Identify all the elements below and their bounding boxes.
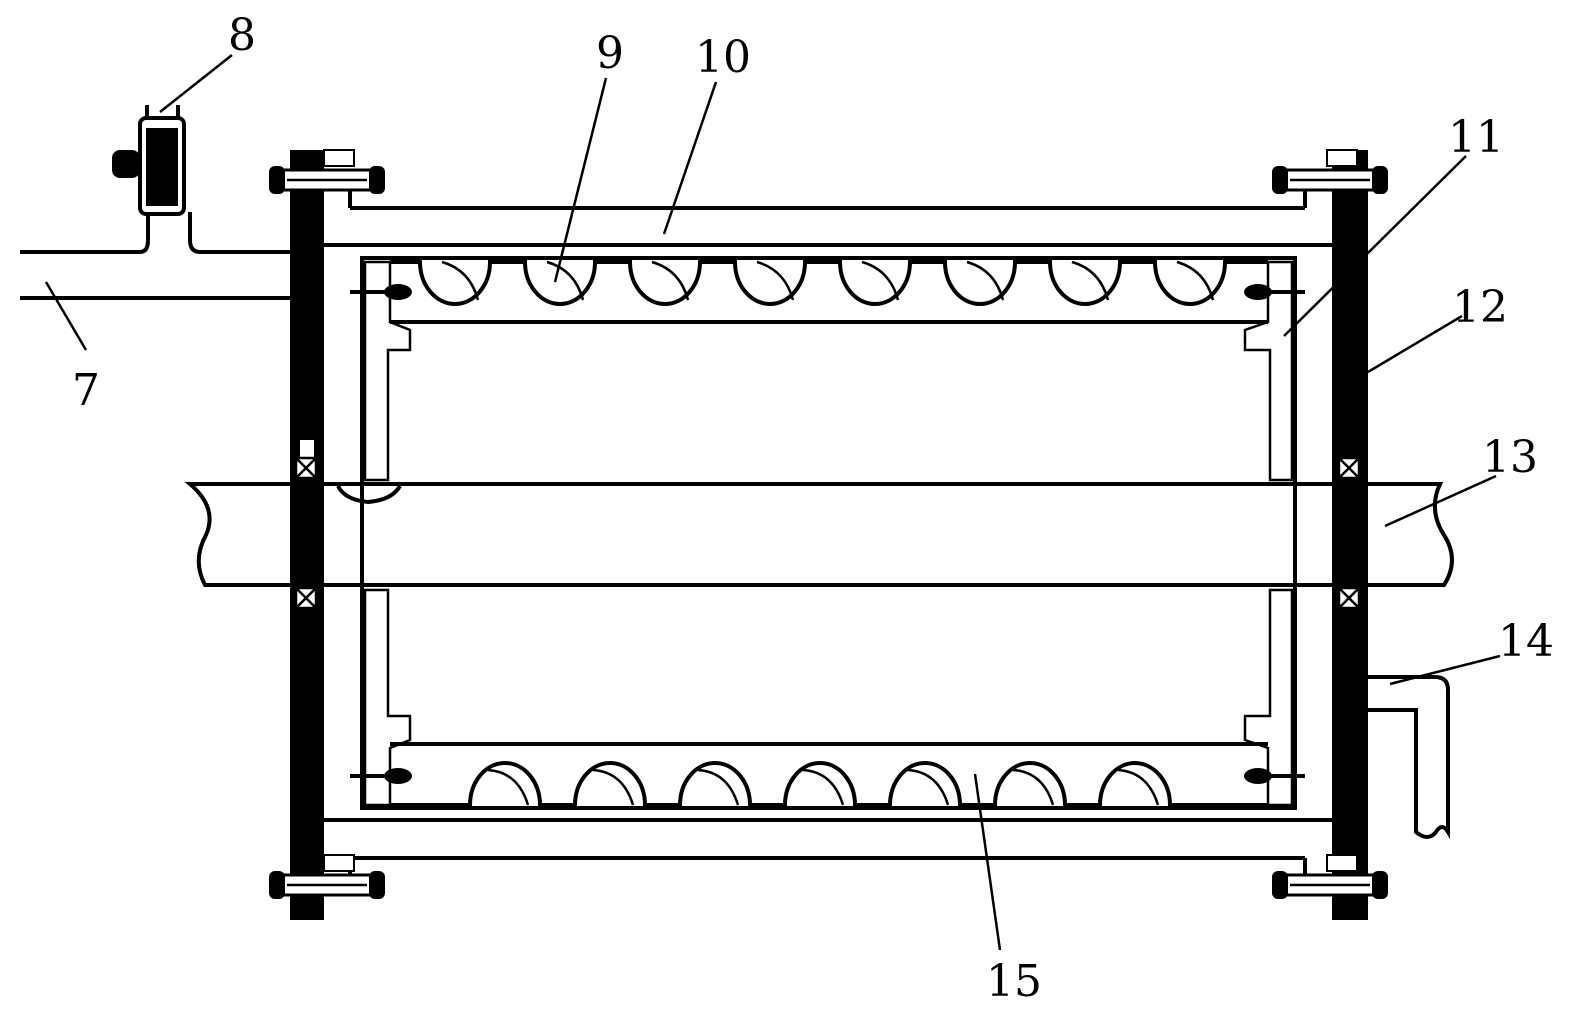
- bolt-nut: [269, 871, 285, 899]
- blade-edge: [1176, 260, 1215, 301]
- label-12: 12: [1452, 282, 1508, 333]
- helical-blades-top: [390, 260, 1268, 306]
- blade-edge: [861, 260, 900, 301]
- bolt-nut: [1372, 166, 1388, 194]
- label-8: 8: [228, 10, 256, 61]
- label-7: 7: [72, 365, 100, 416]
- bearing-cross: [295, 587, 317, 609]
- bolt-nut: [269, 166, 285, 194]
- label-10: 10: [695, 32, 751, 83]
- blade-edge: [966, 260, 1005, 301]
- blade-profile-bottom: [390, 761, 1268, 807]
- bearing-cross: [1338, 457, 1360, 479]
- bolt-head: [323, 149, 355, 167]
- bolt-nut: [1372, 871, 1388, 899]
- bolt-nut: [1272, 166, 1288, 194]
- label-9: 9: [596, 28, 624, 79]
- label-13: 13: [1482, 432, 1538, 483]
- bolt-nut: [369, 871, 385, 899]
- bolt-head: [1326, 854, 1358, 872]
- label-15: 15: [986, 956, 1042, 1007]
- bolt-nut: [1272, 871, 1288, 899]
- inlet-pipe: [20, 212, 324, 300]
- bearing-cross: [295, 457, 317, 479]
- flange-bolts: [269, 149, 1388, 899]
- bolt-nut: [369, 166, 385, 194]
- blade-edge: [651, 260, 690, 301]
- blade-edge: [1071, 260, 1110, 301]
- bearings: [294, 456, 1361, 610]
- blade-edge: [487, 768, 530, 806]
- label-14: 14: [1498, 616, 1554, 667]
- blade-edge: [756, 260, 795, 301]
- bolt-head: [1326, 149, 1358, 167]
- blade-edge: [697, 768, 740, 806]
- helical-blades-bottom: [390, 761, 1268, 807]
- blade-edge: [546, 260, 585, 301]
- blade-edge: [1117, 768, 1160, 806]
- blade-edge: [441, 260, 480, 301]
- valve: [112, 105, 186, 216]
- blade-edge: [907, 768, 950, 806]
- right-end-plate: [1332, 150, 1368, 920]
- bearing-cross: [1338, 587, 1360, 609]
- blade-profile-top: [390, 260, 1268, 306]
- blade-edge: [1012, 768, 1055, 806]
- leader-lines: [44, 54, 1501, 951]
- bolt-head: [323, 854, 355, 872]
- blade-edge: [592, 768, 635, 806]
- left-end-plate: [290, 150, 324, 920]
- label-11: 11: [1448, 112, 1504, 163]
- inner-drum: [350, 256, 1305, 810]
- outlet-pipe: [1333, 675, 1450, 840]
- blade-edge: [802, 768, 845, 806]
- shaft: [184, 482, 1454, 587]
